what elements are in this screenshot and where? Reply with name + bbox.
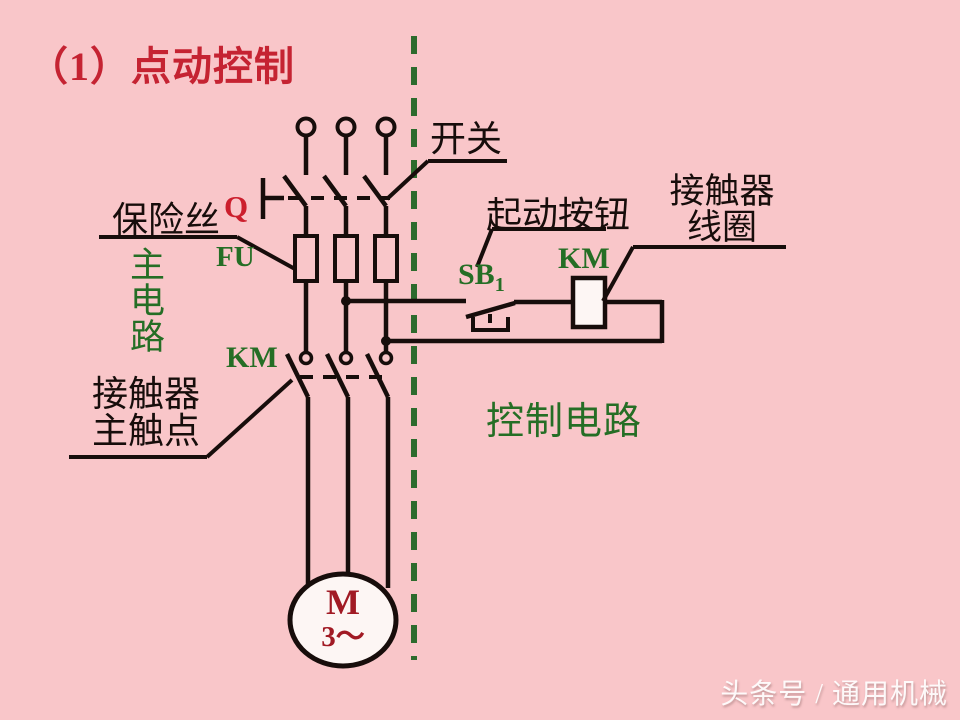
terminal-circle-2 xyxy=(335,116,357,138)
coil-designator: KM xyxy=(558,242,610,275)
km-blade-2 xyxy=(324,353,351,398)
km-contact-circle-3 xyxy=(378,350,394,366)
km-contact-circle-1 xyxy=(298,350,314,366)
coil-callout-pointer xyxy=(601,246,635,302)
button-designator-subscript: 1 xyxy=(494,274,505,296)
button-designator-text: SB xyxy=(458,258,495,291)
watermark: 头条号 / 通用机械 xyxy=(720,679,948,710)
motor-label: M 3～ xyxy=(291,582,395,653)
fuse-2 xyxy=(333,234,359,283)
contactor-label-line2: 主触点 xyxy=(91,410,200,451)
coil-label-line1: 接触器 xyxy=(669,172,775,211)
motor-circle xyxy=(287,571,399,669)
control-circuit-label: 控制电路 xyxy=(486,401,643,443)
switch-blade-1 xyxy=(282,174,308,208)
coil-label-line2: 线圈 xyxy=(686,208,757,248)
start-callout-pointer xyxy=(475,228,494,268)
fuse-designator: FU xyxy=(216,241,255,273)
switch-designator: Q xyxy=(224,189,249,224)
terminal-circle-3 xyxy=(375,116,397,138)
switch-callout-pointer xyxy=(385,159,430,201)
contactor-coil-label: 接触器 线圈 xyxy=(658,172,786,248)
button-designator: SB1 xyxy=(458,258,505,297)
switch-label: 开关 xyxy=(430,119,503,159)
contactor-coil xyxy=(570,275,608,330)
terminal-circle-1 xyxy=(295,116,317,138)
contactor-main-contacts-label: 接触器 主触点 xyxy=(82,376,210,449)
main-circuit-label: 主电路 xyxy=(125,246,164,354)
fuse-3 xyxy=(373,234,399,283)
km-blade-1 xyxy=(284,353,311,398)
switch-blade-2 xyxy=(322,174,348,208)
contactor-callout-pointer xyxy=(205,378,294,459)
fuse-callout-pointer xyxy=(236,235,296,271)
main-contacts-designator: KM xyxy=(226,341,278,374)
button-movable-contact xyxy=(465,300,516,320)
button-cap xyxy=(471,317,510,332)
start-button-label: 起动按钮 xyxy=(486,195,631,235)
motor-phases: 3～ xyxy=(321,620,365,653)
contactor-label-line1: 接触器 xyxy=(91,374,200,414)
page-title: （1）点动控制 xyxy=(28,44,295,89)
switch-blade-3 xyxy=(362,174,388,208)
motor-letter: M xyxy=(326,582,360,622)
junction-dot-phase2 xyxy=(341,296,351,306)
junction-dot-phase3 xyxy=(381,336,391,346)
fuse-label: 保险丝 xyxy=(112,200,221,240)
km-contact-circle-2 xyxy=(338,350,354,366)
fuse-1 xyxy=(293,234,319,283)
